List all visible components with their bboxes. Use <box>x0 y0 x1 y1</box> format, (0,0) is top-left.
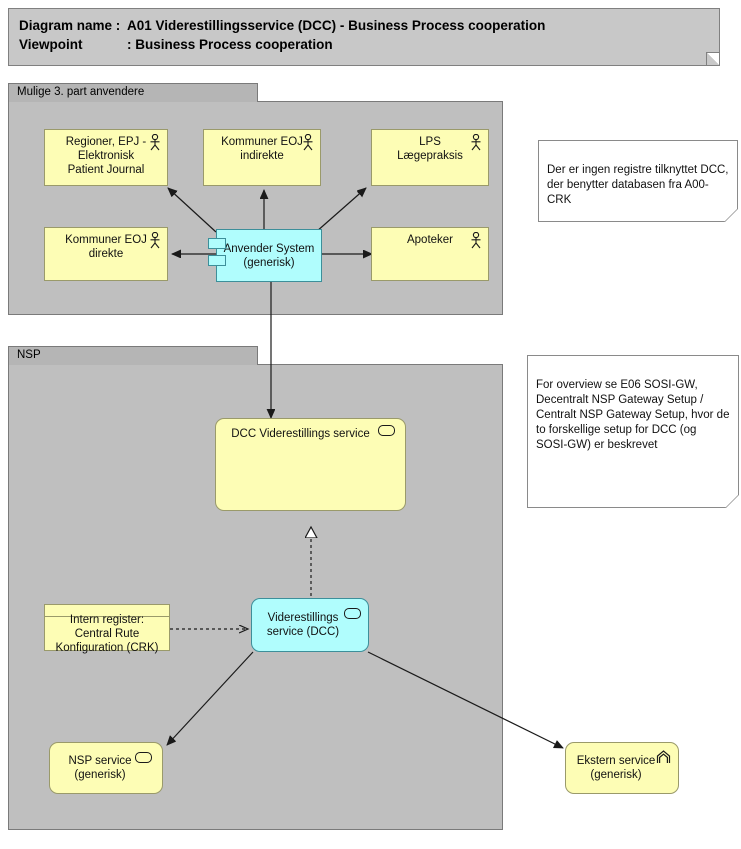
viewpoint-value: : Business Process cooperation <box>127 37 333 52</box>
node-nsp-service-label: NSP service (generisk) <box>68 755 132 781</box>
note-overview-text: For overview se E06 SOSI-GW, Decentralt … <box>536 379 730 451</box>
group-third-party-label: Mulige 3. part anvendere <box>8 83 258 102</box>
note-fold-corner <box>724 209 741 222</box>
note-registre-text: Der er ingen registre tilknyttet DCC, de… <box>547 164 729 206</box>
node-kommuner-eoj-direkte[interactable]: Kommuner EOJ direkte <box>44 227 168 281</box>
node-regioner-epj[interactable]: Regioner, EPJ - Elektronisk Patient Jour… <box>44 129 168 186</box>
viewpoint-key: Viewpoint <box>19 37 83 52</box>
node-nsp-service[interactable]: NSP service (generisk) <box>49 742 163 794</box>
node-viderestillings-service-dcc[interactable]: Viderestillings service (DCC) <box>251 598 369 652</box>
node-viderestillings-service-dcc-label: Viderestillings service (DCC) <box>266 612 340 638</box>
node-ekstern-service[interactable]: Ekstern service (generisk) <box>565 742 679 794</box>
note-registre: Der er ingen registre tilknyttet DCC, de… <box>538 140 741 222</box>
diagram-name-value: A01 Viderestillingsservice (DCC) - Busin… <box>127 18 546 33</box>
node-kommuner-eoj-indirekte-label: Kommuner EOJ indirekte <box>221 136 303 162</box>
node-kommuner-eoj-direkte-label: Kommuner EOJ direkte <box>65 234 147 260</box>
node-apoteker-label: Apoteker <box>406 234 454 246</box>
node-apoteker[interactable]: Apoteker <box>371 227 489 281</box>
node-regioner-epj-label: Regioner, EPJ - Elektronisk Patient Jour… <box>65 136 147 176</box>
node-dcc-viderestillings-service-label: DCC Viderestillings service <box>231 428 370 440</box>
node-ekstern-service-label: Ekstern service (generisk) <box>576 755 656 781</box>
note-fold-corner <box>725 495 741 508</box>
group-nsp-label: NSP <box>8 346 258 365</box>
diagram-name-line: Diagram name : A01 Viderestillingsservice… <box>19 18 545 33</box>
node-anvender-system[interactable]: Anvender System (generisk) <box>208 229 322 282</box>
banner-fold-corner <box>706 52 719 65</box>
diagram-name-key: Diagram name : <box>19 18 121 33</box>
node-intern-register-crk-label: Intern register: Central Rute Konfigurat… <box>55 614 159 654</box>
note-overview: For overview se E06 SOSI-GW, Decentralt … <box>527 355 741 508</box>
node-anvender-system-label: Anvender System (generisk) <box>223 242 315 269</box>
node-header-divider <box>45 616 169 617</box>
node-dcc-viderestillings-service[interactable]: DCC Viderestillings service <box>215 418 406 511</box>
node-lps-laegepraksis[interactable]: LPS Lægepraksis <box>371 129 489 186</box>
viewpoint-line: Viewpoint : Business Process cooperation <box>19 37 333 52</box>
node-kommuner-eoj-indirekte[interactable]: Kommuner EOJ indirekte <box>203 129 321 186</box>
node-intern-register-crk[interactable] <box>44 604 170 651</box>
diagram-title-banner: Diagram name : A01 Viderestillingsservice… <box>8 8 720 66</box>
node-lps-laegepraksis-label: LPS Lægepraksis <box>397 136 463 162</box>
